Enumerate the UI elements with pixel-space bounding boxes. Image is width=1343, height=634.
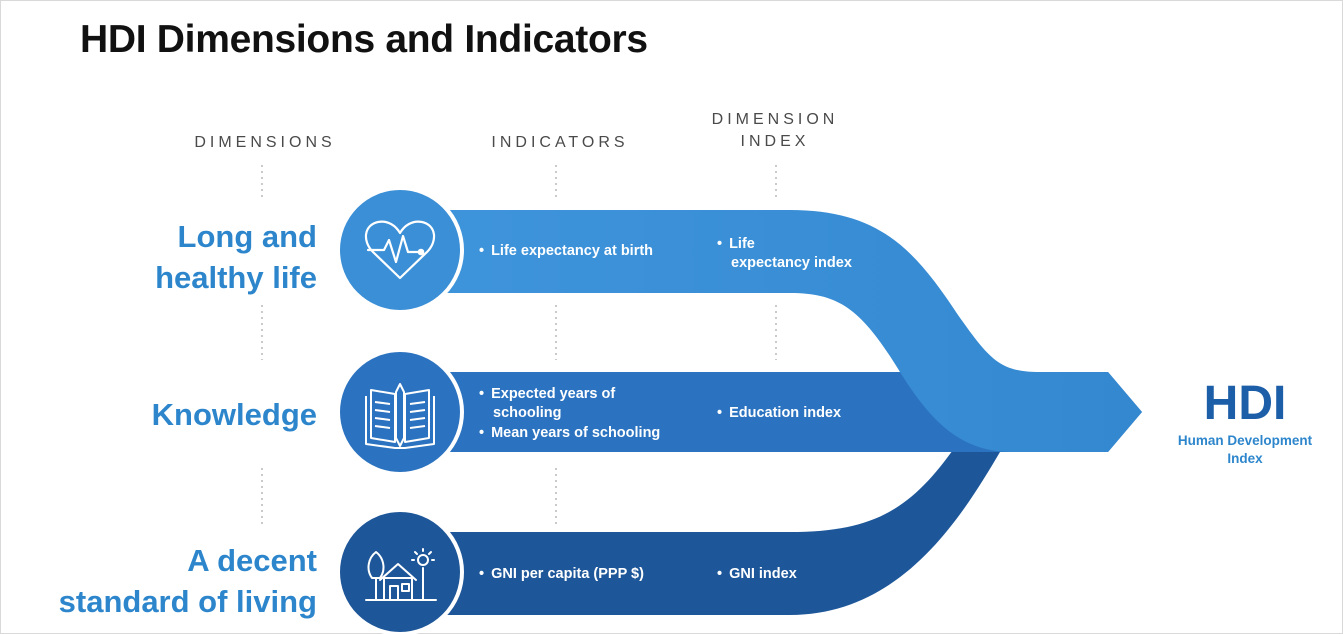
dimension-label-knowledge: Knowledge <box>151 397 317 432</box>
index-gni: •GNI index <box>717 566 797 582</box>
heart-pulse-icon <box>364 220 436 280</box>
index-life-expectancy: •Life expectancy index <box>717 236 852 271</box>
column-heading-dimensions: DIMENSIONS <box>194 134 336 151</box>
indicator-gni-per-capita: •GNI per capita (PPP $) <box>479 566 644 582</box>
flow-band-health <box>400 210 1142 452</box>
indicator-life-expectancy: •Life expectancy at birth <box>479 243 654 259</box>
indicator-mean-years: •Mean years of schooling <box>479 425 661 441</box>
hdi-abbreviation: HDI <box>1203 377 1287 430</box>
circle-living <box>336 508 464 634</box>
column-heading-dimension-index: DIMENSION INDEX <box>711 111 839 150</box>
dimension-label-health: Long and healthy life <box>155 219 317 295</box>
book-pencil-icon <box>365 383 435 449</box>
diagram-title: HDI Dimensions and Indicators <box>80 18 648 61</box>
index-education: •Education index <box>717 405 842 421</box>
dimension-label-living: A decent standard of living <box>58 543 317 619</box>
hdi-full-name: Human Development Index <box>1177 433 1313 466</box>
column-heading-indicators: INDICATORS <box>491 134 629 151</box>
house-tree-sun-icon <box>365 548 437 601</box>
flow-band-living <box>400 404 1100 615</box>
indicator-expected-years: •Expected years of schooling <box>479 386 616 421</box>
